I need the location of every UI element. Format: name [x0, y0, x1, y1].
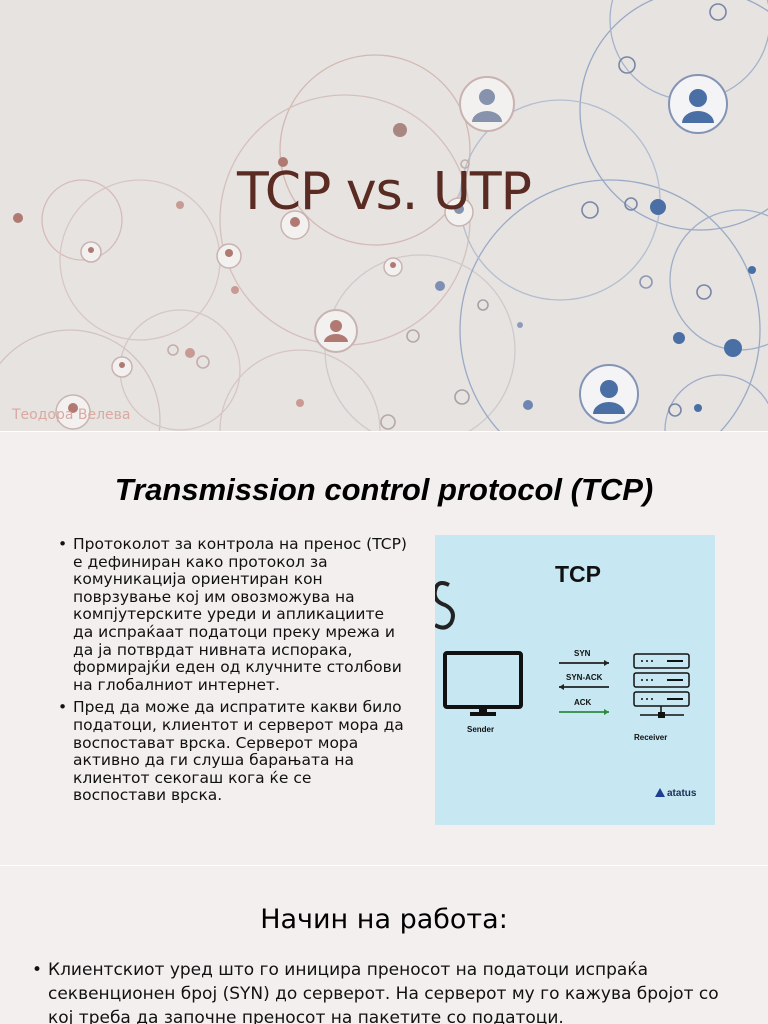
- person-node-icon: [668, 74, 728, 134]
- syn-label: SYN: [574, 649, 591, 658]
- slide-title: Transmission control protocol (TCP): [114, 472, 654, 507]
- person-node-icon: [111, 356, 133, 378]
- person-node-icon: [383, 257, 403, 277]
- slide-title: Начин на работа:: [260, 904, 508, 935]
- author-name: Теодора Велева: [12, 407, 131, 423]
- title-slide: TCP vs. UTP Теодора Велева: [0, 0, 768, 432]
- person-node-icon: [216, 243, 242, 269]
- tcp-handshake-diagram: TCP SYN SYN-ACK ACK Sender Receiver atat…: [435, 535, 715, 825]
- receiver-label: Receiver: [634, 733, 668, 742]
- person-node-icon: [444, 197, 474, 227]
- list-item: Пред да може да испратите какви било под…: [58, 699, 408, 805]
- ack-label: ACK: [574, 698, 592, 707]
- diagram-title: TCP: [555, 561, 601, 587]
- syn-ack-label: SYN-ACK: [566, 673, 603, 682]
- bullet-list: Протоколот за контрола на пренос (TCP) е…: [58, 535, 408, 810]
- person-node-icon: [459, 76, 515, 132]
- workflow-slide: Начин на работа: Клиентскиот уред што го…: [0, 866, 768, 1024]
- network-background: [0, 0, 768, 432]
- sender-label: Sender: [467, 725, 495, 734]
- person-node-icon: [280, 210, 310, 240]
- server-icon: [633, 653, 690, 716]
- bullet-list: Клиентскиот уред што го иницира преносот…: [32, 958, 744, 1024]
- tcp-slide: Transmission control protocol (TCP) Прот…: [0, 432, 768, 865]
- atatus-logo-icon: [655, 788, 665, 797]
- person-node-icon: [314, 309, 358, 353]
- brand-label: atatus: [667, 788, 697, 799]
- list-item: Клиентскиот уред што го иницира преносот…: [32, 958, 744, 1024]
- person-node-icon: [55, 394, 91, 430]
- list-item: Протоколот за контрола на пренос (TCP) е…: [58, 535, 408, 694]
- presentation-title: TCP vs. UTP: [236, 162, 532, 222]
- person-node-icon: [579, 364, 639, 424]
- monitor-icon: [443, 651, 523, 716]
- person-node-icon: [80, 241, 102, 263]
